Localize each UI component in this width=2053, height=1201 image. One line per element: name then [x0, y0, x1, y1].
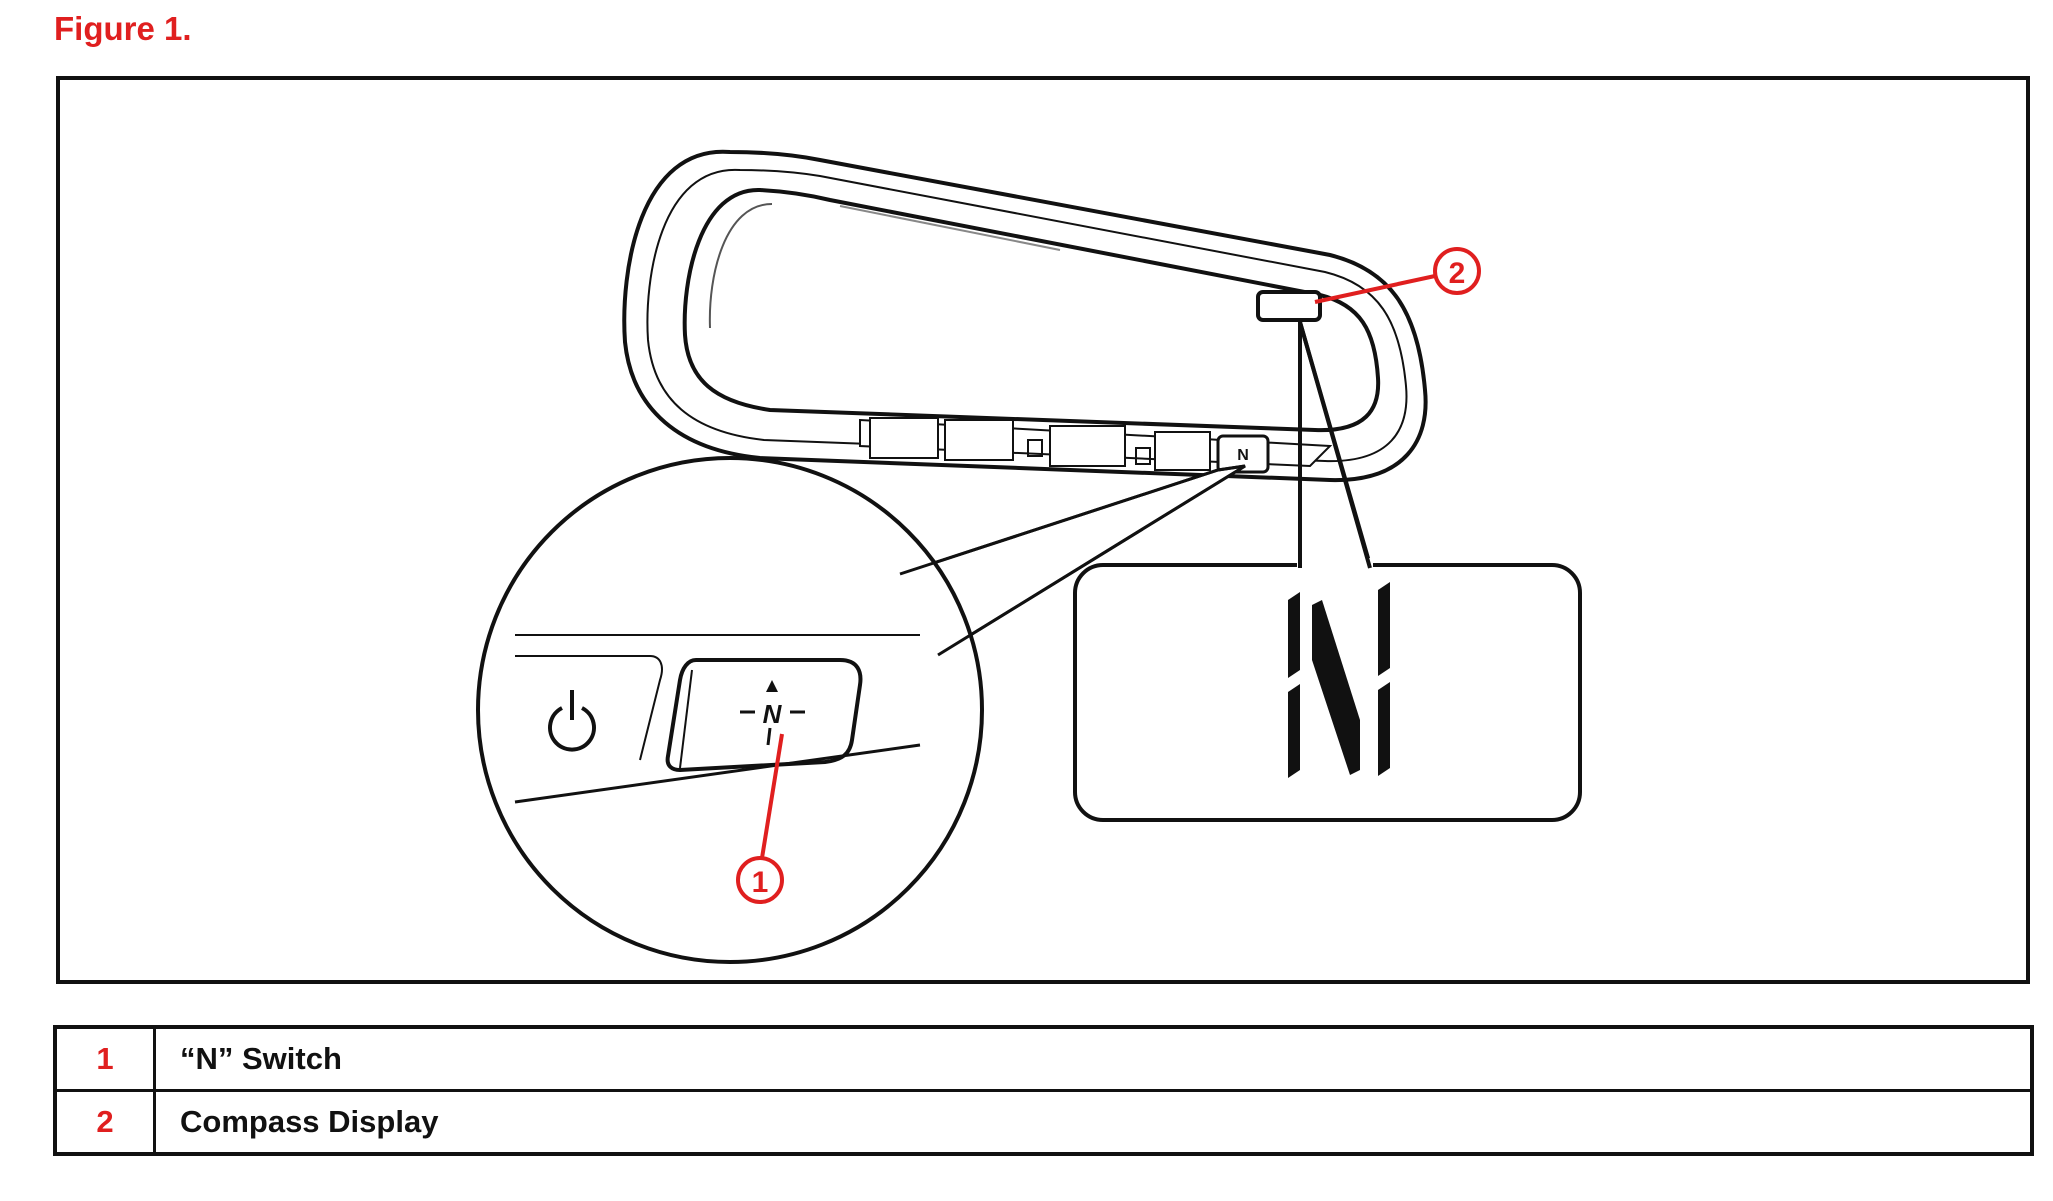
legend-row: 2 Compass Display: [53, 1089, 2034, 1156]
svg-text:N: N: [763, 699, 783, 729]
legend-number: 2: [53, 1089, 156, 1156]
figure-frame: N N: [56, 76, 2030, 984]
power-icon: [548, 690, 596, 752]
compass-n-icon: N: [740, 680, 805, 746]
mirror-button-2: [944, 419, 1014, 461]
zoom-n-switch: [665, 658, 863, 773]
figure-title: Figure 1.: [54, 10, 192, 47]
mirror-n-button: [1216, 434, 1270, 474]
legend-label: “N” Switch: [153, 1025, 2034, 1092]
callout-1: [736, 856, 784, 904]
mirror-n-glyph: N: [1237, 447, 1249, 464]
legend-row: 1 “N” Switch: [53, 1025, 2034, 1092]
mirror-button-4: [1154, 431, 1211, 471]
mirror-button-1: [869, 417, 939, 459]
compass-display-window: [1256, 290, 1322, 322]
callout-2: [1433, 247, 1481, 295]
mirror-glass: [682, 187, 1381, 433]
legend-table: 1 “N” Switch 2 Compass Display: [53, 1025, 2034, 1156]
segmented-n-display: [1288, 582, 1390, 778]
mirror-button-3: [1049, 425, 1126, 467]
callout-1-label: 1: [752, 866, 769, 899]
legend-label: Compass Display: [153, 1089, 2034, 1156]
callout-2-label: 2: [1449, 257, 1466, 290]
mirror-diagram: N N: [476, 149, 1582, 964]
legend-number: 1: [53, 1025, 156, 1092]
